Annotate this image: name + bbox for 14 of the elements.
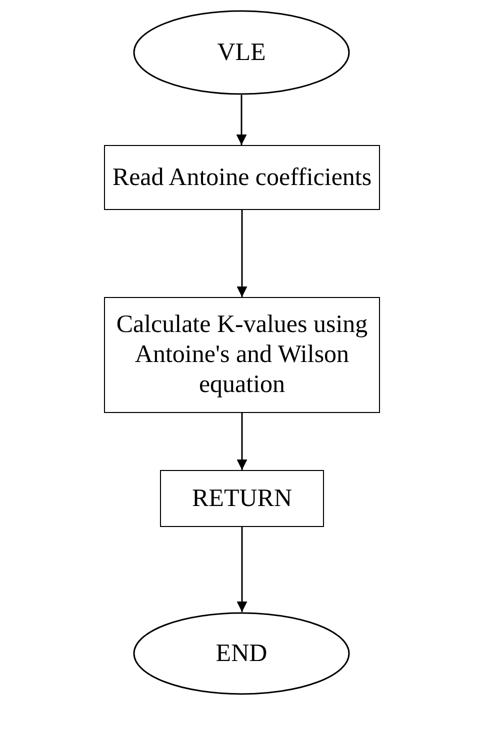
process-box — [104, 145, 380, 210]
terminal-ellipse — [133, 10, 350, 95]
node-label: Read Antoine coefficients — [112, 162, 372, 192]
arrow — [236, 413, 248, 470]
process-box — [160, 470, 324, 527]
arrow — [236, 527, 248, 612]
process-box — [104, 297, 380, 413]
node-label: Calculate K-values using Antoine's and Wilson equation — [115, 310, 369, 400]
arrow — [236, 95, 247, 145]
node-label: RETURN — [192, 484, 292, 514]
terminal-ellipse — [133, 612, 350, 695]
node-label: END — [216, 638, 268, 668]
node-label: VLE — [217, 38, 266, 68]
arrow — [236, 210, 248, 297]
